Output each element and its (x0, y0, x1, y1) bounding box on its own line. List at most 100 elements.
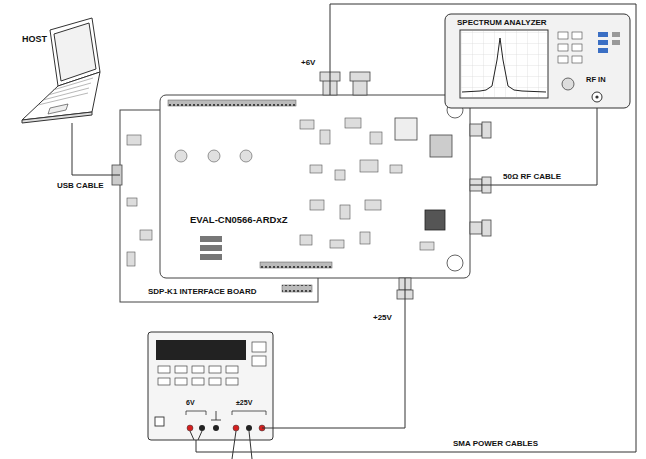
power-supply-drawing (233, 425, 239, 431)
node-text: SPECTRUM ANALYZER (457, 18, 547, 27)
spectrum-analyzer-drawing (572, 56, 582, 63)
power-supply-drawing (158, 366, 238, 385)
power-supply-drawing (252, 356, 266, 366)
spectrum-analyzer-drawing (558, 32, 568, 39)
power-supply-drawing (209, 366, 221, 373)
node-text: 6V (186, 399, 195, 407)
eval-board: EVAL-CN0566-ARDxZ (160, 95, 470, 278)
power-supply-drawing (158, 366, 170, 373)
eval-board-drawing (345, 118, 361, 128)
eval-board-drawing (447, 255, 463, 271)
power-supply-drawing (199, 425, 205, 431)
power-supply-drawing (175, 378, 187, 385)
sdp-k1-board-drawing (140, 230, 152, 240)
eval-board-drawing (395, 118, 417, 140)
power-wire (190, 431, 194, 440)
power-wire (190, 428, 273, 459)
power-supply-drawing (148, 332, 273, 440)
laptop-drawing (54, 23, 96, 81)
power-supply-drawing (155, 417, 164, 426)
power-supply-drawing (226, 378, 238, 385)
eval-board-drawing (365, 200, 381, 210)
power-wire (249, 431, 252, 459)
cable-line (196, 4, 636, 452)
laptop-drawing (22, 112, 92, 123)
eval-board-drawing (430, 135, 452, 157)
eval-board-drawing (200, 236, 222, 242)
sdp-k1-board-drawing (127, 135, 141, 145)
cable-line (72, 123, 120, 175)
spectrum-analyzer-drawing (598, 48, 608, 53)
spectrum-analyzer-drawing (562, 78, 574, 90)
power-supply-drawing (209, 378, 221, 385)
cable-group-label: SMA POWER CABLES (452, 439, 539, 448)
cable-label: +25V (372, 313, 393, 322)
power-supply-drawing (158, 378, 170, 385)
node-text: EVAL-CN0566-ARDxZ (190, 215, 287, 226)
spectrum-analyzer-drawing (598, 40, 608, 45)
power-supply-drawing (192, 378, 204, 385)
power-wire (198, 431, 202, 440)
sma-connector (482, 220, 491, 236)
laptop-drawing (48, 104, 68, 114)
eval-board-drawing (175, 150, 187, 162)
power-supply: 6V ±25V (148, 332, 273, 440)
power-supply-drawing (213, 425, 219, 431)
sdp-k1-board-drawing (127, 198, 137, 206)
power-supply-drawing (211, 411, 221, 420)
spectrum-analyzer-drawing (460, 30, 548, 98)
eval-board-drawing (425, 210, 445, 230)
spectrum-analyzer-drawing (598, 32, 608, 37)
eval-board-drawing (208, 150, 220, 162)
interface-board: SDP-K1 INTERFACE BOARD (120, 110, 318, 302)
sma-connector (353, 80, 367, 95)
power-supply-drawing (192, 366, 204, 373)
power-supply-drawing (175, 366, 187, 373)
sma-connector (350, 72, 370, 81)
power-supply-drawing (246, 425, 252, 431)
sma-connector (470, 222, 482, 234)
sma-connector (482, 122, 491, 138)
eval-board-drawing (240, 150, 252, 162)
eval-board-drawing (335, 170, 345, 180)
cable-label: USB CABLE (56, 181, 105, 190)
spectrum-analyzer-drawing (592, 92, 602, 102)
eval-board-drawing (420, 242, 434, 250)
eval-board-drawing (340, 205, 350, 219)
sdp-k1-board-drawing (127, 252, 135, 266)
spectrum-analyzer-drawing (612, 32, 620, 37)
node-text: SDP-K1 INTERFACE BOARD (148, 287, 256, 296)
spectrum-analyzer-drawing (572, 32, 582, 39)
laptop-drawing (22, 18, 100, 123)
power-supply-drawing (187, 425, 193, 431)
eval-board-drawing (200, 254, 222, 260)
node-text: ±25V (236, 399, 252, 407)
sdp-k1-board-drawing (282, 285, 312, 292)
eval-board-drawing (200, 245, 222, 251)
spectrum-analyzer: SPECTRUM ANALYZERRF IN (445, 14, 630, 108)
eval-board-drawing (300, 235, 312, 245)
host-laptop: HOST (18, 28, 103, 123)
sma-connector (470, 124, 482, 136)
eval-board-drawing (360, 160, 378, 172)
power-wire (262, 428, 273, 429)
cable-line (470, 108, 597, 185)
eval-board-drawing (320, 130, 330, 144)
eval-board-drawing (370, 132, 382, 144)
cable-label: +6V (300, 58, 316, 67)
spectrum-analyzer-drawing (595, 95, 598, 98)
eval-board-drawing (360, 232, 370, 244)
power-supply-drawing (252, 342, 266, 352)
eval-board-drawing (310, 165, 322, 173)
power-supply-drawing (186, 411, 206, 415)
eval-board-drawing (260, 262, 332, 268)
spectrum-analyzer-drawing (572, 44, 582, 51)
power-supply-drawing (148, 332, 273, 440)
spectrum-analyzer-drawing (445, 14, 630, 108)
spectrum-analyzer-drawing (558, 44, 568, 51)
node-text: HOST (22, 34, 47, 44)
power-supply-drawing (226, 366, 238, 373)
